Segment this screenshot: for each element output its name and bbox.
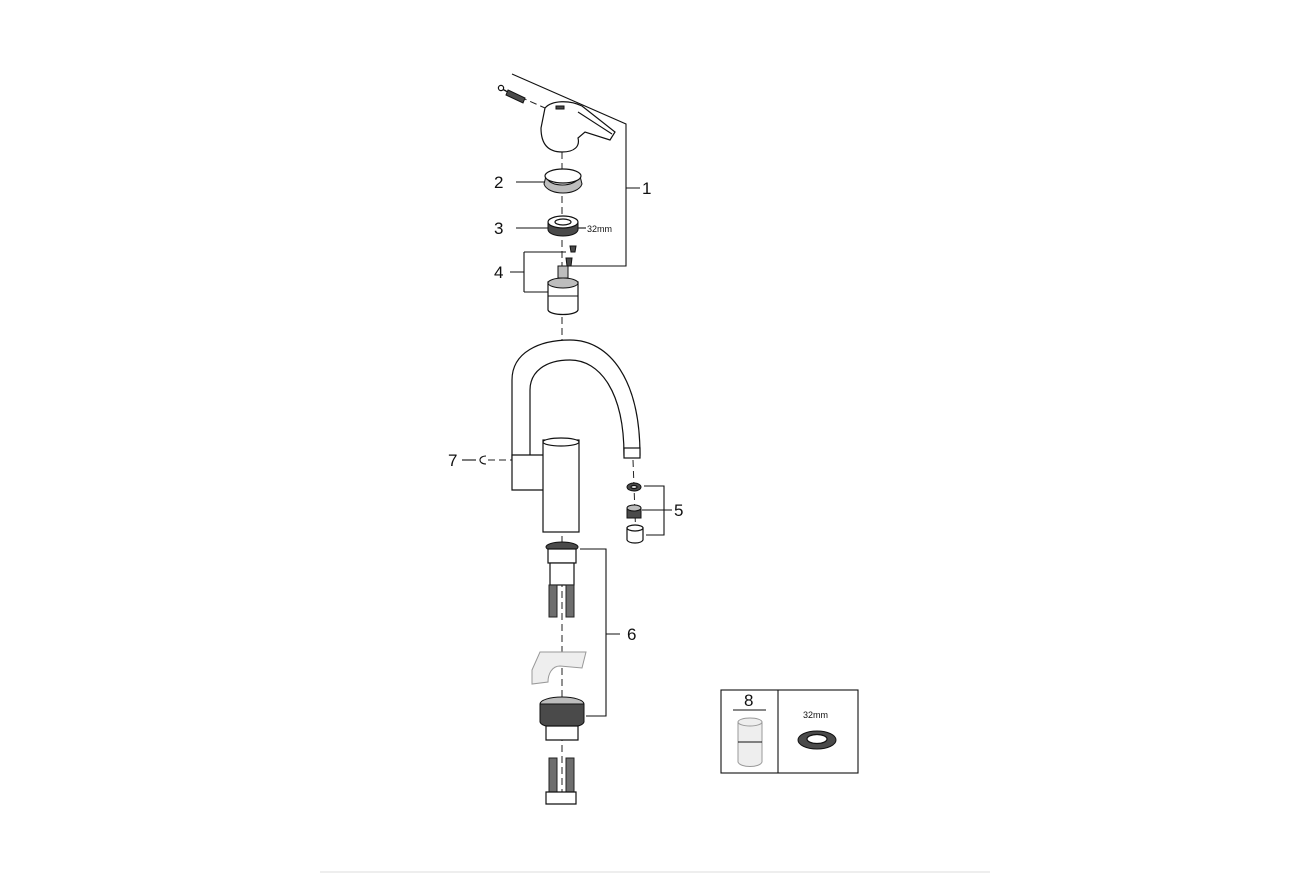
hose-left-lower — [548, 757, 558, 793]
supply-assembly — [531, 541, 587, 805]
cartridge-stem — [557, 265, 569, 279]
aerator-washer-hole — [630, 484, 638, 490]
leader-6 — [580, 548, 620, 717]
stabilizing-plate — [531, 651, 587, 685]
lever-logo — [555, 105, 565, 110]
cover-cap-body — [543, 174, 583, 194]
aerator-set — [626, 482, 644, 544]
cartridge-set — [547, 245, 579, 316]
kit-nut-size-label: 32mm — [803, 710, 828, 720]
connector-tube — [547, 548, 577, 564]
set-screw-head — [497, 84, 505, 92]
hose-right-upper — [565, 584, 575, 618]
clip — [479, 455, 487, 465]
callout-2: 2 — [494, 173, 503, 192]
spout-body — [511, 339, 641, 533]
callout-1: 1 — [642, 179, 651, 198]
leader-lines — [462, 73, 672, 717]
cartridge-body — [547, 281, 579, 316]
aerator-housing — [626, 527, 644, 544]
handle-lever — [497, 84, 616, 153]
lever-edge — [577, 111, 613, 135]
hose-left-upper — [548, 584, 558, 618]
grub-screw — [505, 89, 526, 104]
spare-parts-frame — [720, 689, 859, 774]
connector-sleeve — [549, 562, 575, 586]
leader-4 — [510, 251, 566, 293]
cover-cap-top — [544, 168, 582, 184]
kit-nut-bore — [806, 733, 828, 745]
cartridge-nut — [547, 215, 579, 237]
lever-body — [540, 101, 616, 153]
spout-column — [542, 439, 580, 533]
callout-4: 4 — [494, 263, 503, 282]
spare-parts-box: 8 32mm — [720, 689, 859, 774]
spout-lever-mount — [511, 454, 546, 491]
spout-tip — [623, 447, 641, 459]
callout-8: 8 — [744, 691, 753, 710]
cartridge-screw-1 — [569, 245, 577, 253]
callout-6: 6 — [627, 625, 636, 644]
spout-column-top — [542, 437, 580, 447]
aerator-housing-top — [626, 524, 644, 532]
leader-5 — [642, 485, 672, 536]
cartridge-screw-2 — [565, 257, 573, 267]
hose-fitting — [545, 791, 577, 805]
cartridge-nut-bore — [554, 218, 572, 226]
nut-size-label: 32mm — [587, 224, 612, 234]
callout-5: 5 — [674, 501, 683, 520]
cover-cap — [543, 168, 583, 194]
hose-right-lower — [565, 757, 575, 793]
kit-cartridge-top — [737, 717, 763, 727]
callout-7: 7 — [448, 451, 457, 470]
fixing-washer — [545, 725, 579, 741]
fixing-nut-body — [539, 703, 585, 729]
kit-cartridge — [737, 721, 763, 767]
cartridge-top — [547, 277, 579, 289]
aerator-insert-top — [626, 504, 642, 512]
callout-3: 3 — [494, 219, 503, 238]
leader-1 — [511, 73, 640, 267]
